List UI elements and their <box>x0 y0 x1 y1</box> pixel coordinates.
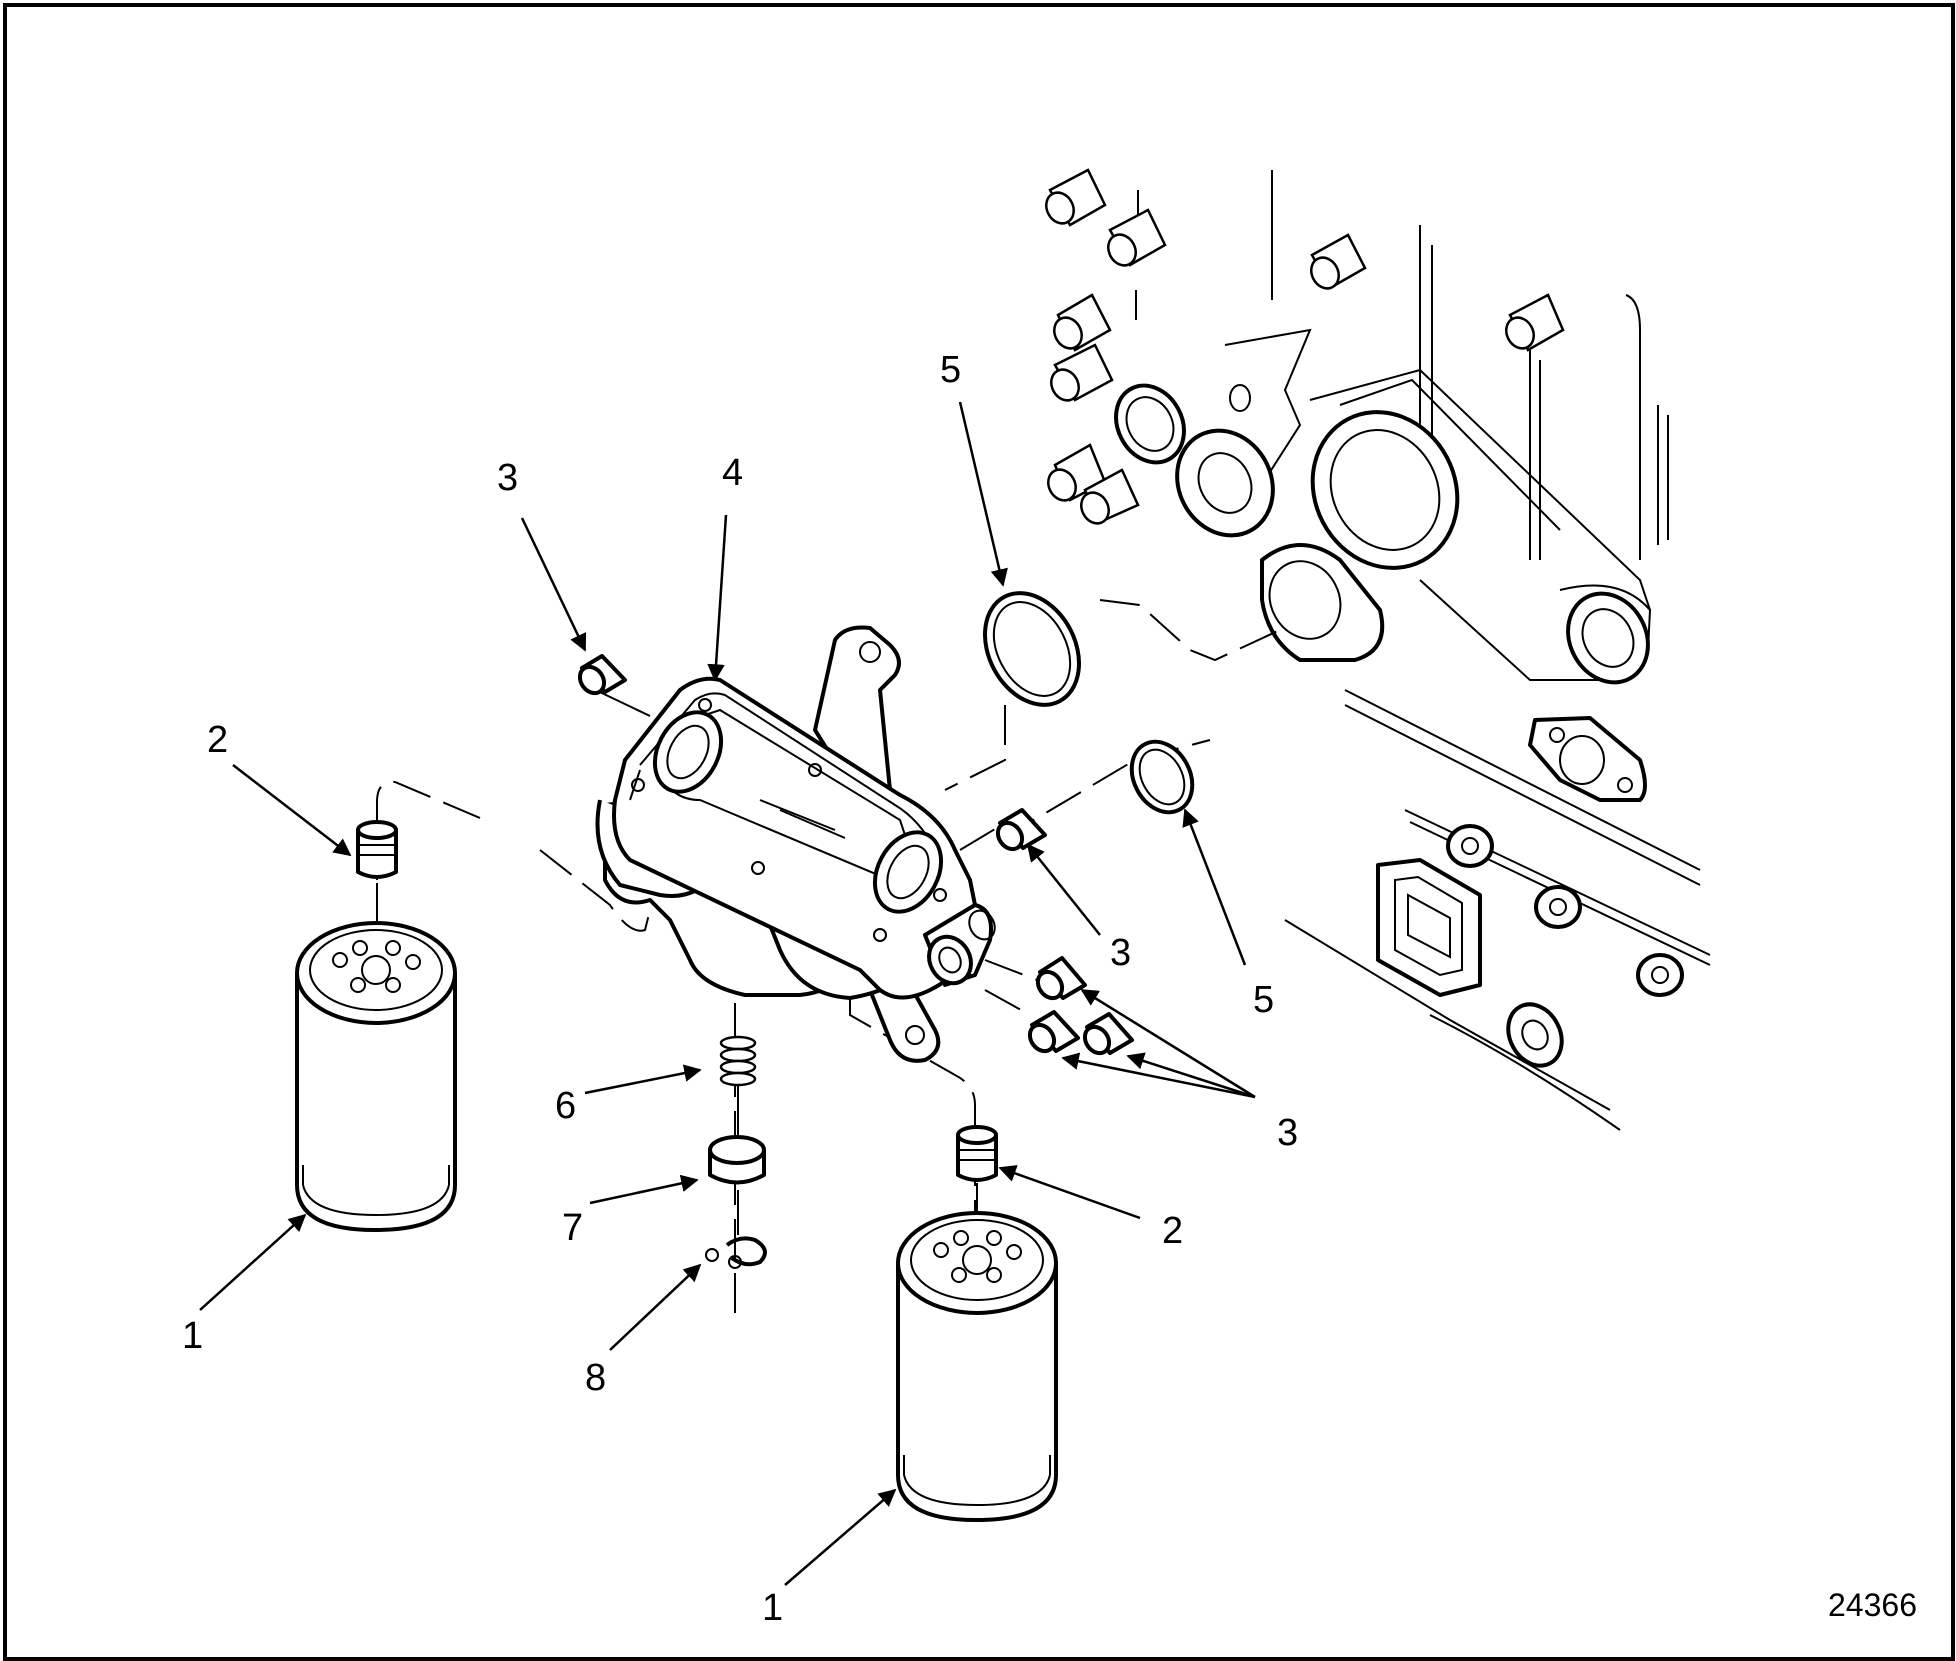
pipe-plug-lower-3 <box>1082 1012 1134 1056</box>
callout-3-upper-left: 3 <box>497 457 518 499</box>
relief-valve-spring <box>719 1035 757 1140</box>
callout-5-lower: 5 <box>1253 979 1274 1021</box>
callout-1-right: 1 <box>762 1587 783 1629</box>
callout-labels: 1 1 2 2 3 3 3 4 5 5 6 7 8 24366 <box>182 349 1917 1629</box>
oil-filter-right <box>896 1211 1058 1522</box>
callout-2-left: 2 <box>207 719 228 761</box>
filter-adapter-head <box>595 625 996 1063</box>
callout-1-left: 1 <box>182 1315 203 1357</box>
figure-number: 24366 <box>1828 1587 1917 1623</box>
pipe-plug-upper-left <box>577 654 627 696</box>
callout-2-right: 2 <box>1162 1210 1183 1252</box>
o-ring-lower <box>1129 739 1195 815</box>
callout-3-lower: 3 <box>1277 1112 1298 1154</box>
o-ring-upper <box>983 591 1081 707</box>
callout-leaders <box>199 401 1256 1586</box>
retaining-ring <box>705 1236 767 1269</box>
callout-6: 6 <box>555 1085 576 1127</box>
callout-3-middle: 3 <box>1110 932 1131 974</box>
filter-nipple-left <box>356 820 398 925</box>
oil-filter-left <box>295 921 457 1232</box>
relief-valve <box>708 1135 766 1235</box>
pipe-plug-middle <box>995 808 1047 852</box>
callout-7: 7 <box>562 1207 583 1249</box>
filter-nipple-right <box>956 1125 998 1215</box>
pipe-plug-lower-1 <box>1035 956 1087 1001</box>
callout-8: 8 <box>585 1357 606 1399</box>
callout-5-upper: 5 <box>940 349 961 391</box>
engine-block <box>1045 168 1711 1131</box>
callout-4: 4 <box>722 452 743 494</box>
pipe-plug-lower-2 <box>1027 1010 1080 1054</box>
block-fittings <box>1045 168 1565 525</box>
